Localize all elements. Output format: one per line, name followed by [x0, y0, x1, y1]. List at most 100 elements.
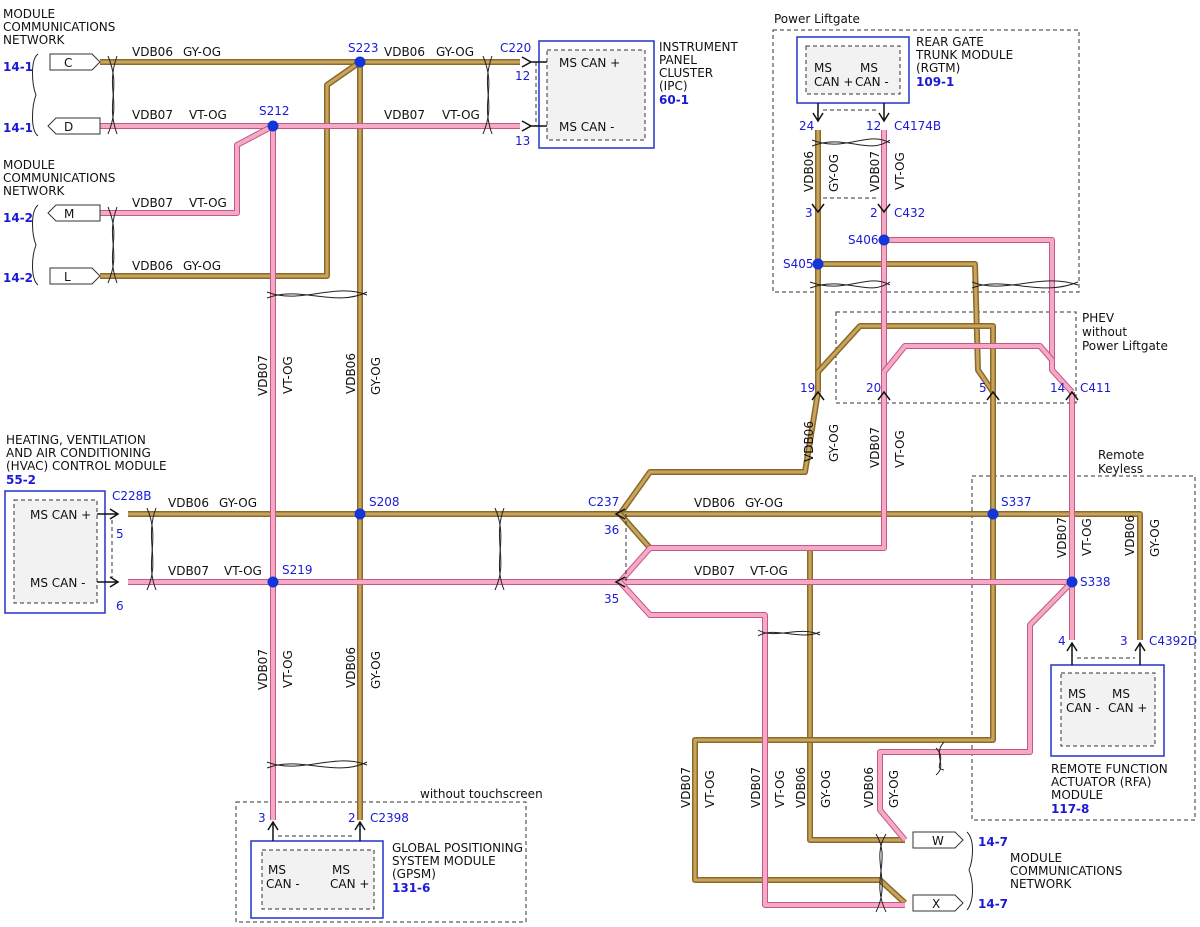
- label-vdb07: VDB07: [168, 564, 209, 578]
- gpsm-ms2: MS: [332, 863, 350, 877]
- connector-c4174b: C4174B: [894, 119, 941, 133]
- label-vdb06: VDB06: [132, 45, 173, 59]
- remote-keyless-region: [971, 475, 1196, 821]
- network-label: COMMUNICATIONS: [3, 171, 115, 185]
- connector-d: D: [64, 120, 73, 134]
- label-vt-og: VT-OG: [189, 108, 227, 122]
- connector-x-shape: [912, 894, 964, 912]
- pin-13: 13: [515, 134, 530, 148]
- without-touchscreen-region: [235, 801, 527, 923]
- connector-c411: C411: [1080, 381, 1111, 395]
- label-gy-og: GY-OG: [219, 496, 257, 510]
- label-vdb07: VDB07: [132, 196, 173, 210]
- rgtm-title: REAR GATE: [916, 35, 984, 49]
- label-vdb07: VDB07: [749, 767, 763, 808]
- connector-c2398: C2398: [370, 811, 409, 825]
- network-label: MODULE: [1010, 851, 1062, 865]
- rgtm-arrow: [812, 103, 824, 123]
- gpsm-title: (GPSM): [392, 867, 436, 881]
- pin-2: 2: [348, 811, 356, 825]
- rfa-inner: [1060, 672, 1156, 747]
- gpsm-module: MS CAN - MS CAN + GLOBAL POSITIONING SYS…: [250, 811, 523, 919]
- label-vdb07: VDB07: [868, 427, 882, 468]
- rfa-title: ACTUATOR (RFA): [1051, 775, 1151, 789]
- rfa-arrow: [1066, 641, 1078, 665]
- pin-12: 12: [866, 119, 881, 133]
- pin-3: 3: [805, 206, 813, 220]
- label-vdb07: VDB07: [132, 108, 173, 122]
- splice-label-s338: S338: [1080, 575, 1111, 589]
- gpsm-title: GLOBAL POSITIONING: [392, 841, 523, 855]
- wire-labels-vertical: VDB07 VT-OG VDB06 GY-OG VDB07 VT-OG VDB0…: [256, 151, 1162, 808]
- rgtm-arrow: [878, 103, 890, 123]
- connector-c432: C432: [894, 206, 925, 220]
- label-gy-og: GY-OG: [819, 770, 833, 808]
- network-label: COMMUNICATIONS: [1010, 864, 1122, 878]
- label-gy-og: GY-OG: [369, 651, 383, 689]
- gpsm-can2: CAN +: [330, 877, 369, 891]
- ref-14-2: 14-2: [3, 211, 33, 225]
- without-touchscreen-label: without touchscreen: [420, 787, 543, 801]
- connector-c: C: [64, 56, 72, 70]
- splice-s405: [812, 258, 824, 270]
- gpsm-arrow: [267, 820, 279, 841]
- connector-l-shape: [49, 267, 101, 285]
- splice-label-s337: S337: [1001, 495, 1032, 509]
- pin-6: 6: [116, 599, 124, 613]
- connector-w: W: [932, 834, 944, 848]
- power-liftgate-label: Power Liftgate: [774, 12, 860, 26]
- label-vdb06: VDB06: [344, 647, 358, 688]
- c237-connector: C237 36 35: [588, 495, 627, 606]
- label-vt-og: VT-OG: [281, 650, 295, 688]
- hvac-arrow: [97, 508, 120, 520]
- rgtm-ms1: MS: [814, 61, 832, 75]
- label-vt-og: VT-OG: [189, 196, 227, 210]
- pin-2: 2: [870, 206, 878, 220]
- ipc-pin-plus: MS CAN +: [559, 56, 620, 70]
- label-vt-og: VT-OG: [442, 108, 480, 122]
- pin-3: 3: [258, 811, 266, 825]
- rfa-can1: CAN -: [1066, 701, 1100, 715]
- pin-4: 4: [1058, 634, 1066, 648]
- connector-w-shape: [912, 831, 964, 849]
- rgtm-title: (RGTM): [916, 61, 960, 75]
- splice-nodes: [267, 56, 1078, 588]
- ipc-arrow: [521, 56, 547, 68]
- connector-m-shape: [47, 204, 101, 222]
- hvac-pin-minus: MS CAN -: [30, 576, 86, 590]
- network-label: NETWORK: [1010, 877, 1073, 891]
- remote-keyless-label-1: Remote: [1098, 448, 1144, 462]
- label-gy-og: GY-OG: [183, 45, 221, 59]
- label-vdb07: VDB07: [1055, 517, 1069, 558]
- pin-12: 12: [515, 69, 530, 83]
- gpsm-title: SYSTEM MODULE: [392, 854, 496, 868]
- ref-14-2: 14-2: [3, 271, 33, 285]
- connector-m: M: [64, 207, 74, 221]
- ref-14-7: 14-7: [978, 897, 1008, 911]
- splice-s212: [267, 120, 279, 132]
- ipc-arrow: [521, 120, 547, 132]
- phev-label-2: without: [1082, 325, 1127, 339]
- rfa-arrow: [1134, 641, 1146, 665]
- c237-arrow: [614, 576, 626, 588]
- label-gy-og: GY-OG: [745, 496, 783, 510]
- rgtm-title: TRUNK MODULE: [915, 48, 1013, 62]
- network-label: NETWORK: [3, 184, 66, 198]
- gpsm-ms1: MS: [268, 863, 286, 877]
- pin-3: 3: [1120, 634, 1128, 648]
- label-vt-og: VT-OG: [893, 430, 907, 468]
- rgtm-can2: CAN -: [855, 75, 889, 89]
- gpsm-inner: [261, 849, 375, 910]
- hvac-title: HEATING, VENTILATION: [6, 433, 146, 447]
- splice-label-s219: S219: [282, 563, 313, 577]
- splice-label-s405: S405: [783, 257, 814, 271]
- splice-s219: [267, 576, 279, 588]
- label-vt-og: VT-OG: [750, 564, 788, 578]
- c411-arrow: [1065, 390, 1079, 401]
- pin-5: 5: [979, 381, 987, 395]
- bracket-brace: [32, 53, 39, 137]
- c411-connector: 19 20 5 14 C411: [800, 381, 1111, 401]
- connector-c4392d: C4392D: [1149, 634, 1197, 648]
- splice-s338: [1066, 576, 1078, 588]
- label-vt-og: VT-OG: [893, 152, 907, 190]
